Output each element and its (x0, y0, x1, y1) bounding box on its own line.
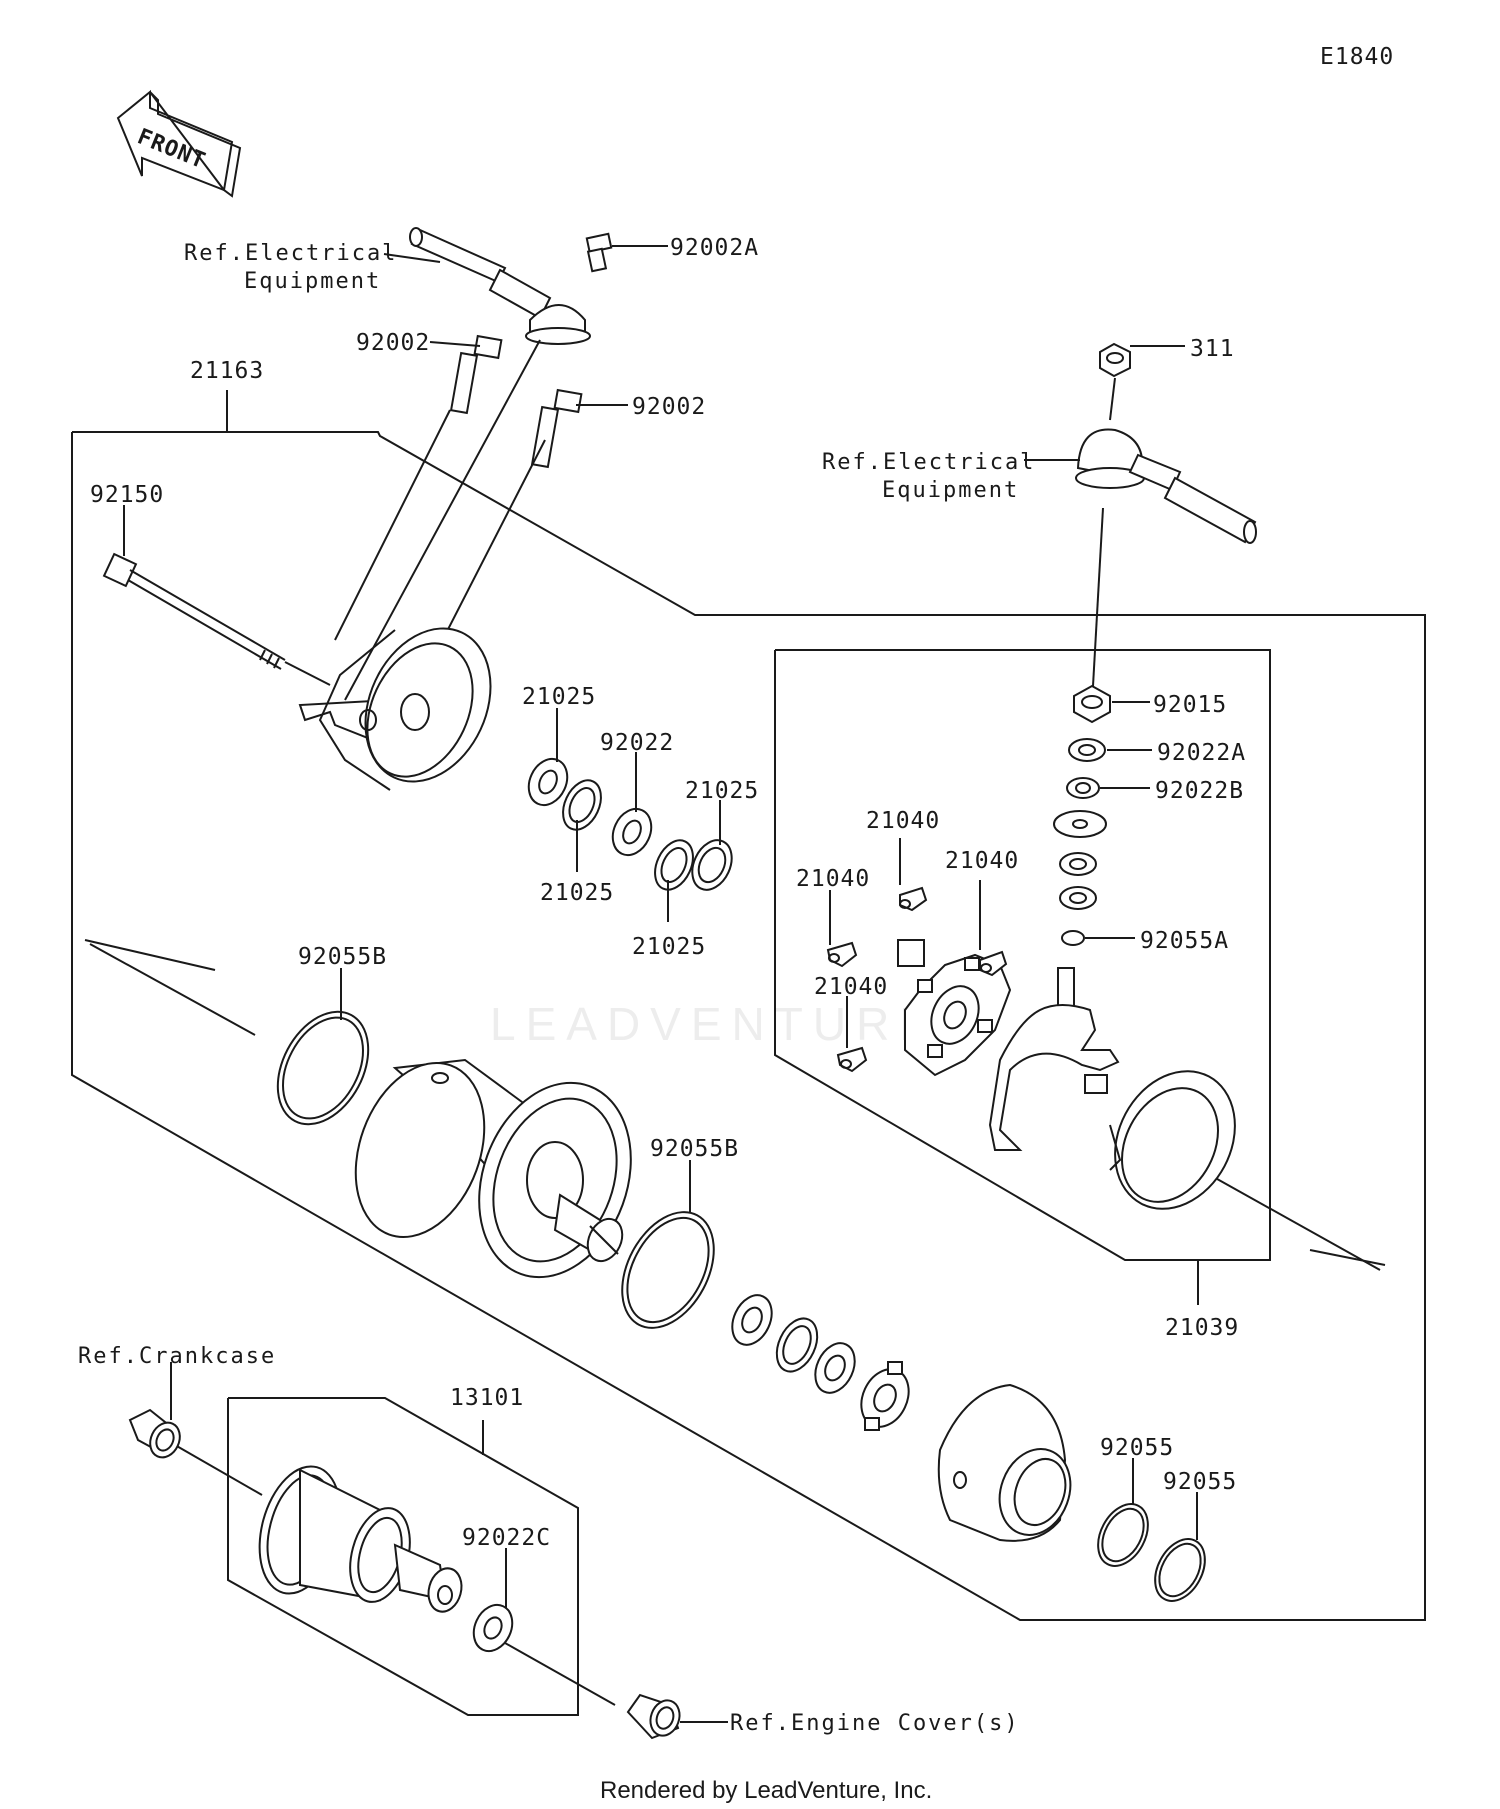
front-cover (937, 1383, 1072, 1542)
cable-terminal-2 (1075, 428, 1257, 544)
cable-terminal-1 (409, 227, 591, 345)
label-92055-a: 92055 (1100, 1435, 1174, 1461)
bolt-92002-upper (449, 334, 503, 415)
ref-crankcase: Ref.Crankcase (78, 1344, 276, 1369)
leader-line (439, 439, 546, 646)
label-92150: 92150 (90, 482, 164, 508)
o-ring-92055A (1061, 930, 1085, 946)
ref-engine-cover: Ref.Engine Cover(s) (730, 1711, 1020, 1736)
label-21025-b: 21025 (685, 778, 759, 804)
leader-line (284, 661, 331, 686)
label-13101: 13101 (450, 1385, 524, 1411)
leader-line (1092, 507, 1104, 687)
spring-21040-1 (899, 886, 928, 912)
label-92002-b: 92002 (632, 394, 706, 420)
bushing-crankcase (128, 1408, 181, 1459)
brush-housing-ring (1109, 1070, 1236, 1210)
terminal-bracket (988, 967, 1120, 1151)
washer-stack-right (1053, 810, 1107, 910)
bolt-92002-lower (530, 388, 583, 469)
label-311: 311 (1190, 336, 1235, 362)
label-92022A: 92022A (1157, 740, 1246, 766)
washer-92022A (1068, 738, 1106, 762)
o-ring-92055B-2 (621, 1211, 715, 1329)
spring-21040-4 (836, 1046, 868, 1073)
label-21040-c: 21040 (796, 866, 870, 892)
axis-line (1209, 1174, 1381, 1271)
long-bolt-92150 (102, 552, 286, 670)
ref-electrical-1-line1: Ref.Electrical (184, 241, 397, 266)
label-92015: 92015 (1153, 692, 1227, 718)
o-ring-92055-1 (1097, 1503, 1149, 1567)
ref-electrical-2-line2: Equipment (882, 478, 1019, 503)
o-ring-92055-2 (1154, 1538, 1206, 1602)
nut-311 (1099, 342, 1131, 378)
axis-line (89, 943, 256, 1036)
leader-ref-elec-1 (383, 253, 441, 263)
front-washer-stack (731, 1294, 910, 1431)
leader-line (334, 409, 451, 641)
label-92055-b: 92055 (1163, 1469, 1237, 1495)
label-92002A: 92002A (670, 235, 759, 261)
label-21025-d: 21025 (632, 934, 706, 960)
bolt-92002A (585, 232, 613, 273)
label-21040-a: 21040 (866, 808, 940, 834)
axis-line (174, 1444, 263, 1496)
diagram-code: E1840 (1320, 44, 1394, 70)
label-92022C: 92022C (462, 1525, 551, 1551)
label-92022B: 92022B (1155, 778, 1244, 804)
axis-line (84, 939, 216, 971)
outline-21163 (71, 431, 1426, 1621)
leader-line (344, 339, 541, 701)
washer-stack (527, 757, 733, 891)
nut-92015 (1073, 684, 1111, 724)
spring-21040-2 (979, 950, 1008, 977)
brush-holder-plate (897, 939, 1012, 1077)
starter-gear-13101 (258, 1465, 463, 1613)
label-21040-b: 21040 (945, 848, 1019, 874)
label-92055B-a: 92055B (298, 944, 387, 970)
pinion-shaft (553, 1193, 624, 1263)
rear-housing (298, 627, 492, 791)
front-arrow-icon: FRONT (116, 89, 242, 198)
label-92055B-b: 92055B (650, 1136, 739, 1162)
footer-credit: Rendered by LeadVenture, Inc. (600, 1777, 932, 1804)
leader-92002-a (429, 341, 481, 347)
label-21163: 21163 (190, 358, 264, 384)
label-21025-a: 21025 (522, 684, 596, 710)
ref-electrical-2-line1: Ref.Electrical (822, 450, 1035, 475)
label-92055A: 92055A (1140, 928, 1229, 954)
label-92022: 92022 (600, 730, 674, 756)
spring-21040-3 (826, 941, 858, 968)
label-21039: 21039 (1165, 1315, 1239, 1341)
washer-92022C (472, 1603, 514, 1653)
watermark-text: LEADVENTURE (490, 998, 940, 1050)
bushing-engine-cover (626, 1693, 681, 1740)
leader-line (1109, 377, 1116, 421)
label-21040-d: 21040 (814, 974, 888, 1000)
o-ring-92055B-1 (276, 1010, 370, 1126)
ref-electrical-1-line2: Equipment (244, 269, 381, 294)
motor-yoke (354, 1058, 632, 1279)
label-92002-a: 92002 (356, 330, 430, 356)
label-21025-c: 21025 (540, 880, 614, 906)
washer-92022B (1066, 777, 1100, 799)
axis-line (1309, 1249, 1386, 1266)
outline-13101 (227, 1397, 579, 1716)
